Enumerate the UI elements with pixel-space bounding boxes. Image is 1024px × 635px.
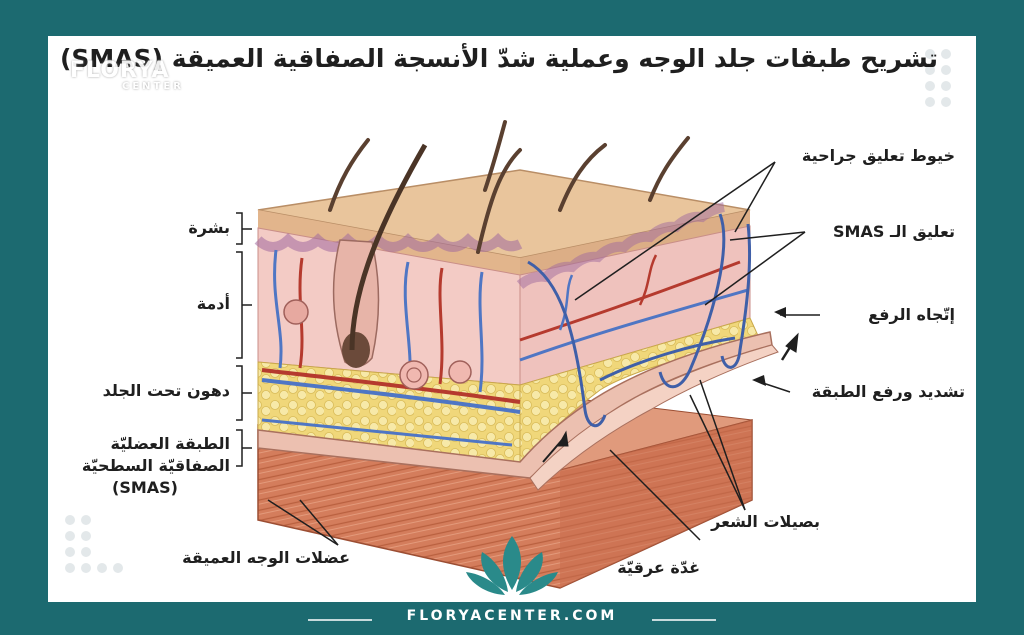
right-pointers: [574, 161, 820, 541]
label-suspension-threads: خيوط تعليق جراحية: [801, 146, 955, 165]
label-smas-suspension: تعليق الـ SMAS: [833, 222, 955, 241]
hairs: [328, 120, 690, 254]
left-brackets: [236, 212, 339, 546]
label-dermis: أدمة: [196, 294, 230, 313]
brand-sub: CENTER: [122, 81, 184, 92]
label-smas-line1: الطبقة العضليّة: [110, 434, 230, 453]
label-smas-line3: (SMAS): [112, 478, 178, 497]
brand-watermark: FLORYA CENTER: [70, 58, 200, 98]
label-lift-direction: إتّجاه الرفع: [868, 305, 955, 324]
label-subcutaneous-fat: دهون تحت الجلد: [102, 381, 230, 400]
page-title: تشريح طبقات جلد الوجه وعملية شدّ الأنسجة…: [59, 44, 938, 73]
decorative-dots: [65, 49, 951, 573]
label-tighten-lift: تشديد ورفع الطبقة: [811, 382, 965, 401]
brand-name: FLORYA: [70, 58, 170, 83]
lift-arrows: [542, 332, 799, 463]
florya-logo-icon: [466, 536, 558, 595]
label-deep-muscles: عضلات الوجه العميقة: [182, 548, 350, 567]
label-hair-follicles: بصيلات الشعر: [711, 512, 820, 531]
label-epidermis: بشرة: [188, 218, 230, 237]
lift-direction-arrowhead: [774, 307, 786, 318]
label-sweat-gland: غدّة عرقيّة: [617, 558, 700, 577]
blood-vessels: [261, 249, 749, 447]
hair-follicle: [332, 143, 428, 368]
tighten-arrowhead: [752, 375, 766, 386]
footer-website: FLORYACENTER.COM: [406, 608, 618, 624]
label-smas-line2: الصفاقيّة السطحيّة: [81, 456, 230, 475]
skin-block: [254, 169, 779, 491]
suspension-threads: [527, 213, 752, 428]
sweat-glands: [283, 299, 472, 390]
